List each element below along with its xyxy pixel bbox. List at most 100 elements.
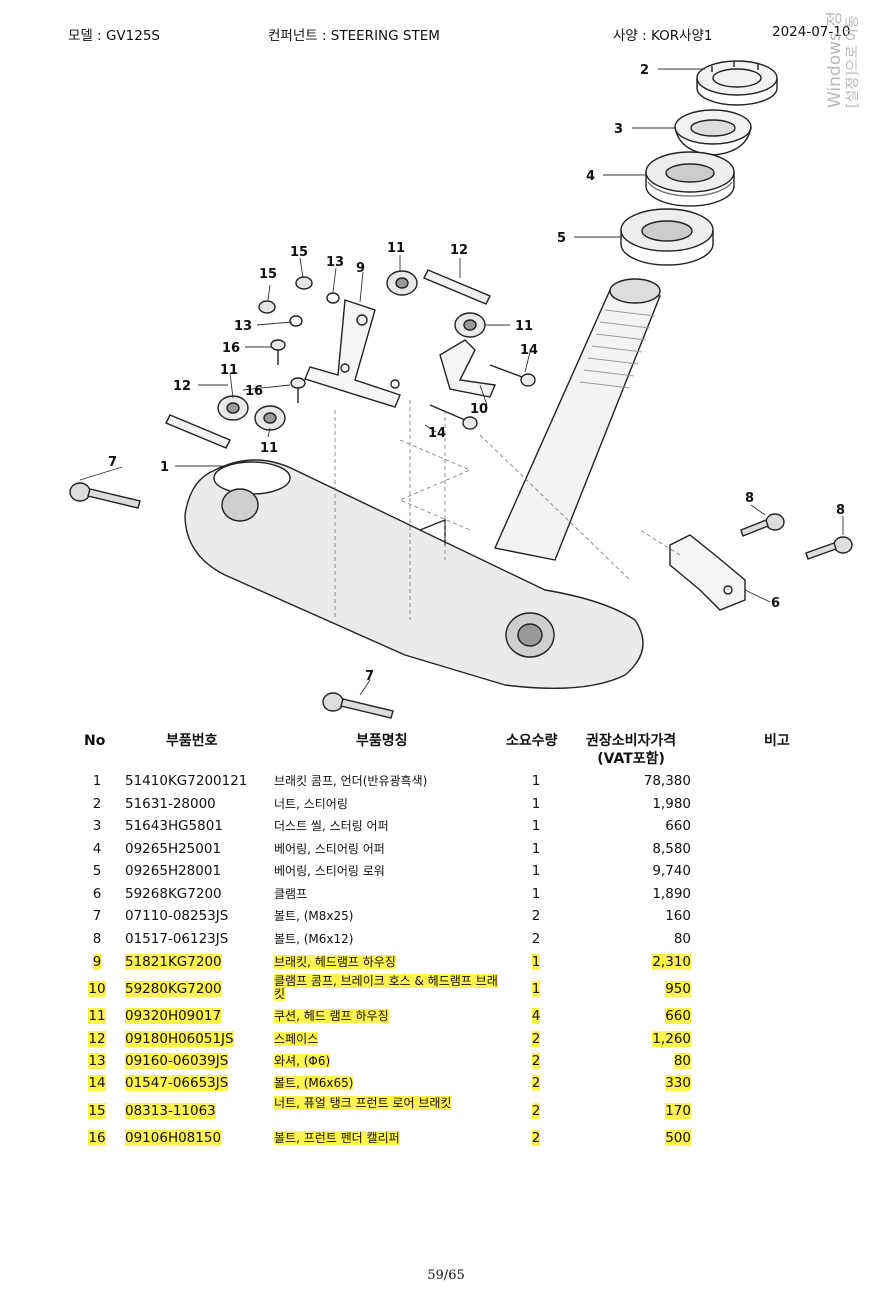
highlight-mark: 330 [665, 1075, 691, 1091]
callout-12-left: 12 [173, 379, 191, 394]
steering-nut-drawing [696, 60, 778, 106]
row-part-name: 볼트, (M8x25) [274, 909, 354, 923]
highlight-mark: 59280KG7200 [125, 981, 222, 997]
row-no: 7 [92, 908, 102, 924]
highlight-mark: 2 [531, 1075, 541, 1091]
long-bolt-drawings [69, 482, 853, 719]
row-part-name: 클램프 콤프, 브레이크 호스 & 헤드램프 브래킷 [274, 974, 500, 1001]
row-part-no: 09320H09017 [125, 1008, 222, 1024]
callout-16-top: 16 [222, 341, 240, 356]
row-no: 2 [92, 796, 102, 812]
row-part-name: 볼트, (M6x65) [274, 1076, 500, 1090]
callout-6: 6 [771, 596, 780, 611]
row-price: 170 [640, 1103, 691, 1119]
row-qty: 1 [531, 863, 541, 879]
callout-11-right: 11 [515, 319, 533, 334]
col-header-part-name: 부품명칭 [356, 733, 408, 749]
row-part-name: 너트, 스티어링 [274, 797, 348, 811]
highlight-mark: 660 [665, 1008, 691, 1024]
row-no: 3 [92, 818, 102, 834]
row-part-no: 09265H28001 [125, 863, 222, 879]
highlight-mark: 09180H06051JS [125, 1031, 234, 1047]
row-part-no: 51821KG7200 [125, 954, 222, 970]
highlight-mark: 2 [531, 1130, 541, 1146]
row-part-name: 클램프 [274, 887, 308, 901]
highlight-mark: 170 [665, 1103, 691, 1119]
row-no: 15 [86, 1103, 108, 1119]
row-no: 13 [86, 1053, 108, 1069]
row-part-no: 09265H25001 [125, 841, 222, 857]
callout-11-bottom: 11 [260, 441, 278, 456]
row-qty: 2 [530, 1103, 542, 1119]
callout-14-lower: 14 [428, 426, 446, 441]
col-header-price-line1: 권장소비자가격 [586, 733, 677, 749]
highlight-mark: 10 [88, 981, 106, 997]
row-part-name: 스페이스 [274, 1032, 500, 1046]
steering-stem-column-drawing [494, 278, 661, 561]
row-part-no: 09180H06051JS [125, 1031, 234, 1047]
row-price: 78,380 [643, 773, 691, 789]
row-no: 12 [86, 1031, 108, 1047]
callout-13-left: 13 [234, 319, 252, 334]
callout-15-left: 15 [259, 267, 277, 282]
row-part-name: 와셔, (Φ6) [274, 1054, 500, 1068]
row-price: 9,740 [652, 863, 691, 879]
headlamp-bracket-drawing [304, 299, 401, 408]
row-qty: 1 [530, 954, 542, 970]
row-price: 8,580 [652, 841, 691, 857]
clamp-drawing [669, 534, 746, 611]
page-number: 59/65 [427, 1268, 465, 1283]
callout-13-top: 13 [326, 255, 344, 270]
highlight-mark: 500 [665, 1130, 691, 1146]
row-price: 660 [640, 1008, 691, 1024]
spec-label: 사양 : KOR사양1 [613, 28, 713, 44]
highlight-mark: 너트, 퓨얼 탱크 프런트 로어 브래킷 [274, 1096, 452, 1110]
callout-4: 4 [586, 169, 595, 184]
row-qty: 2 [531, 908, 541, 924]
highlight-mark: 와셔, (Φ6) [274, 1054, 331, 1068]
row-part-no: 08313-11063 [125, 1103, 216, 1119]
row-part-no: 07110-08253JS [125, 908, 229, 924]
cushion-drawings [217, 270, 486, 431]
row-price: 950 [640, 981, 691, 997]
highlight-mark: 950 [665, 981, 691, 997]
row-price: 80 [673, 931, 691, 947]
table-row: 12 09180H06051JS 스페이스 2 1,260 [0, 1031, 892, 1049]
row-part-no: 51643HG5801 [125, 818, 223, 834]
callout-11-top: 11 [387, 241, 405, 256]
row-part-no: 01517-06123JS [125, 931, 229, 947]
row-part-name: 너트, 퓨얼 탱크 프런트 로어 브래킷 [274, 1096, 500, 1110]
model-label: 모델 : GV125S [68, 28, 161, 44]
row-price: 1,890 [652, 886, 691, 902]
callout-16-lower: 16 [245, 384, 263, 399]
highlight-mark: 2 [531, 1031, 541, 1047]
row-no: 1 [92, 773, 102, 789]
row-part-no: 59280KG7200 [125, 981, 222, 997]
row-qty: 1 [531, 773, 541, 789]
row-part-name: 브래킷, 헤드램프 하우징 [274, 955, 500, 969]
row-part-name: 브래킷 콤프, 언더(반유광흑색) [274, 774, 428, 788]
steering-stem-exploded-diagram: 2 3 4 5 1 7 7 8 8 6 9 11 12 11 14 10 14 … [69, 60, 853, 719]
highlight-mark: 볼트, 프런트 펜더 캘리퍼 [274, 1131, 400, 1145]
row-part-name: 베어링, 스티어링 어퍼 [274, 842, 385, 856]
row-part-name: 쿠션, 헤드 램프 하우징 [274, 1009, 500, 1023]
row-no: 11 [86, 1008, 108, 1024]
highlight-mark: 09320H09017 [125, 1008, 222, 1024]
col-header-no: No [84, 733, 106, 749]
row-price: 330 [640, 1075, 691, 1091]
callout-1: 1 [160, 460, 169, 475]
clamp-comp-drawing [439, 339, 496, 398]
row-part-name: 볼트, (M6x12) [274, 932, 354, 946]
highlight-mark: 11 [88, 1008, 106, 1024]
dust-seal-drawing [674, 109, 752, 156]
highlight-mark: 1,260 [652, 1031, 691, 1047]
highlight-mark: 09106H08150 [125, 1130, 222, 1146]
highlight-mark: 1 [531, 981, 541, 997]
